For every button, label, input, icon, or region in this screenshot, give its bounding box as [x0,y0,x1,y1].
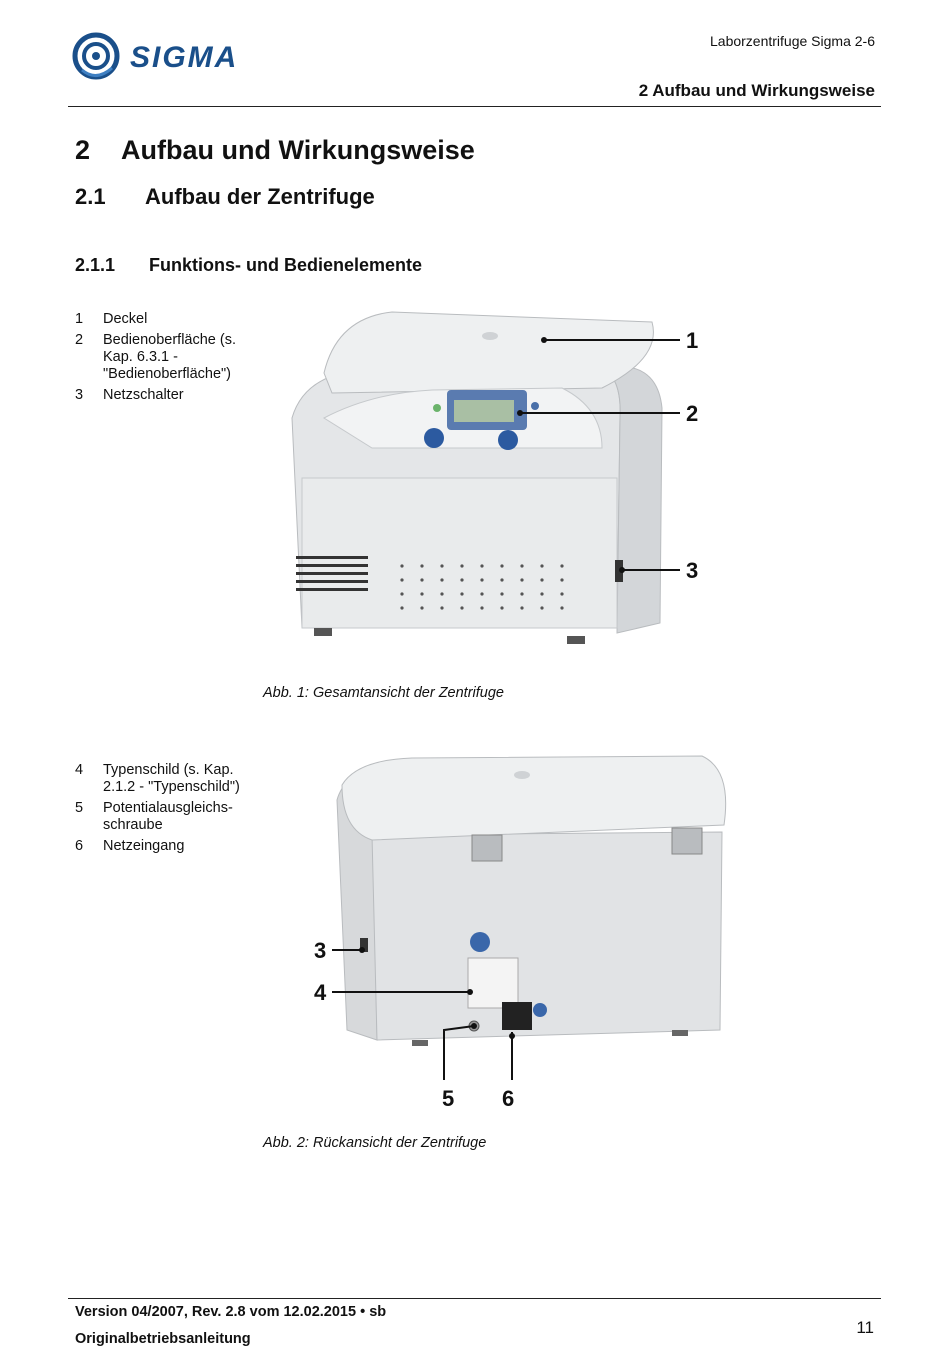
page-number: 11 [856,1318,874,1337]
figure1-centrifuge-front: 1 2 3 [262,298,722,663]
footer-label: Originalbetriebsanleitung [75,1331,251,1347]
callout-label: 1 [686,328,698,353]
footer-divider [68,1298,881,1299]
callout-label: 3 [686,558,698,583]
document-title: Laborzentrifuge Sigma 2-6 [710,33,875,49]
callout-label: 6 [502,1086,514,1111]
logo-wordmark: SIGMA [130,41,238,74]
chapter-title: 2 Aufbau und Wirkungsweise [638,81,875,100]
callout-label: 5 [442,1086,454,1111]
callout-label: 3 [314,938,326,963]
figure1-caption: Abb. 1: Gesamtansicht der Zentrifuge [263,685,504,701]
figure2-centrifuge-rear: 3 4 5 6 [262,740,742,1125]
header-divider [68,106,881,107]
sigma-logo: SIGMA [72,30,282,82]
figure2-caption: Abb. 2: Rückansicht der Zentrifuge [263,1135,487,1151]
callout-label: 2 [686,401,698,426]
callout-label: 4 [314,980,327,1005]
footer-version: Version 04/2007, Rev. 2.8 vom 12.02.2015… [75,1304,387,1320]
